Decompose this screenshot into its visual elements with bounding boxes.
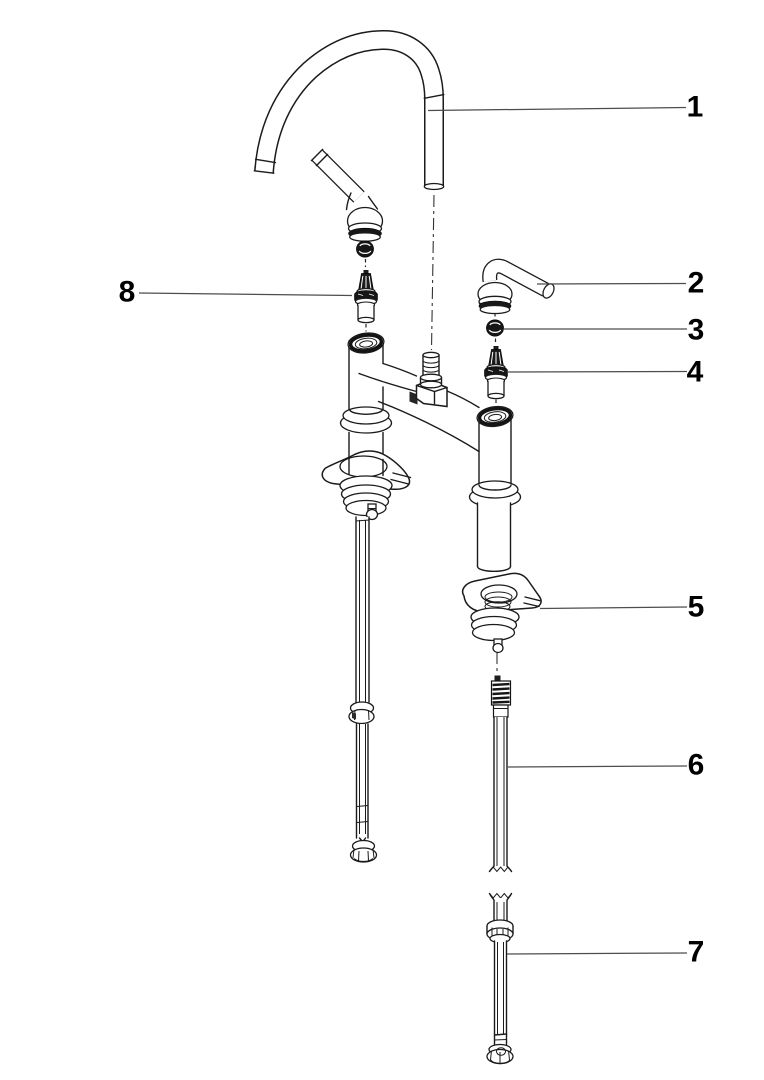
bridge-top-edge — [382, 362, 418, 377]
assembly-axis-dashes — [364, 259, 498, 674]
spout-joint-line — [423, 93, 445, 99]
leader-line-spout — [427, 106, 687, 112]
seal-right-part — [485, 319, 505, 337]
leader-line-cartridge — [506, 370, 688, 373]
handle-right-part — [477, 258, 555, 315]
right-shank-walls — [478, 414, 512, 487]
spout-open-end — [423, 182, 445, 191]
callout-label-3: 3 — [688, 314, 705, 347]
right-shank-opening — [476, 405, 514, 428]
supply-tube-left-part — [348, 516, 378, 863]
callout-label-1: 1 — [687, 91, 704, 124]
handle-left-tip-cap — [310, 148, 324, 162]
bridge-bottom-edge — [377, 400, 480, 453]
leader-line-supply-tube-lower — [506, 952, 688, 955]
callout-layer: 1 2 3 4 5 6 7 8 — [119, 91, 705, 969]
spout-aerator-joint — [254, 158, 277, 164]
callout-label-5: 5 — [688, 591, 705, 624]
supply-tube-upper-part — [488, 675, 513, 873]
spout-part — [253, 29, 445, 191]
callout-label-6: 6 — [688, 749, 705, 782]
cartridge-left-part — [353, 269, 379, 324]
callout-label-7: 7 — [688, 936, 705, 969]
leader-line-mounting-bracket — [539, 606, 688, 610]
mounting-left-part — [321, 450, 412, 521]
leader-line-supply-tube-upper — [507, 765, 688, 768]
callout-label-4: 4 — [687, 356, 704, 389]
leader-line-handle — [536, 282, 687, 285]
handle-left-part — [310, 148, 384, 242]
spout-tip-cap — [253, 170, 275, 174]
callout-label-2: 2 — [688, 267, 705, 300]
faucet-body-part — [339, 332, 522, 572]
seal-left-part — [355, 240, 375, 258]
mounting-right-part — [461, 572, 542, 654]
callout-label-8: 8 — [119, 276, 136, 309]
supply-tube-lower-part — [486, 892, 514, 1065]
leader-line-cartridge-left — [138, 292, 353, 297]
spout-centerline — [430, 194, 435, 351]
cartridge-right-part — [483, 345, 509, 400]
center-spout-fitting — [419, 351, 443, 389]
tube-break-symbol — [489, 866, 512, 873]
left-shank-opening — [347, 332, 385, 354]
